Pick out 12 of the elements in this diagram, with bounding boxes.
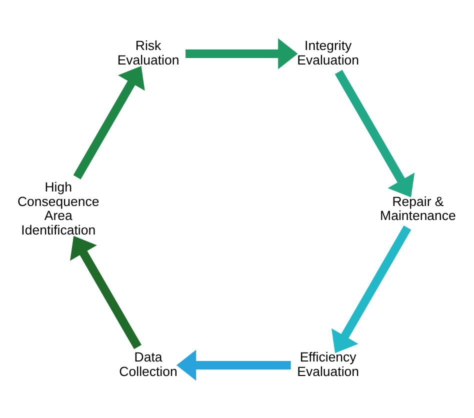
arrow (334, 69, 415, 197)
arrow (332, 225, 412, 353)
arrow (176, 349, 291, 380)
arrow (70, 235, 142, 349)
node-text: Efficiency Evaluation (297, 349, 360, 378)
node-text: Risk Evaluation (117, 38, 180, 67)
node-text: Integrity Evaluation (297, 38, 360, 67)
node-text: High Consequence Area Identification (17, 179, 100, 237)
node-text: Repair & Maintenance (380, 193, 456, 223)
arrow (186, 38, 298, 69)
arrow (73, 65, 145, 179)
node-text: Data Collection (119, 349, 178, 378)
